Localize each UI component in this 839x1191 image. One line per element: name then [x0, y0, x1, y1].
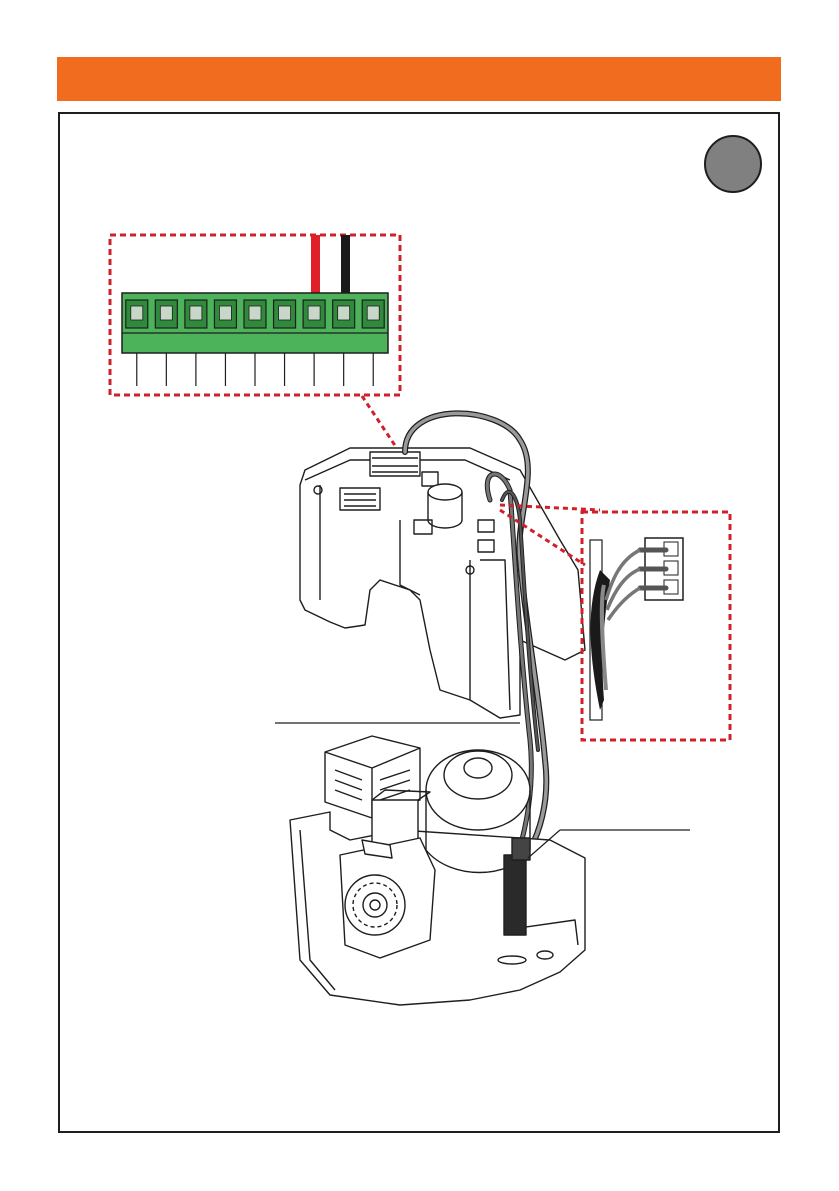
terminal-screw-3	[190, 306, 202, 320]
control-board-icon	[300, 448, 585, 718]
terminal-screw-4	[219, 306, 231, 320]
terminal-screw-9	[367, 306, 379, 320]
terminal-screw-6	[279, 306, 291, 320]
gear-motor-icon	[290, 736, 585, 1005]
terminal-callout	[110, 235, 400, 450]
terminal-screw-5	[249, 306, 261, 320]
terminal-screw-1	[131, 306, 143, 320]
terminal-cells	[126, 300, 384, 328]
connector-detail-icon	[582, 512, 730, 740]
terminal-screw-8	[338, 306, 350, 320]
terminal-screw-7	[308, 306, 320, 320]
terminal-screw-2	[160, 306, 172, 320]
terminal-pins	[137, 353, 373, 386]
